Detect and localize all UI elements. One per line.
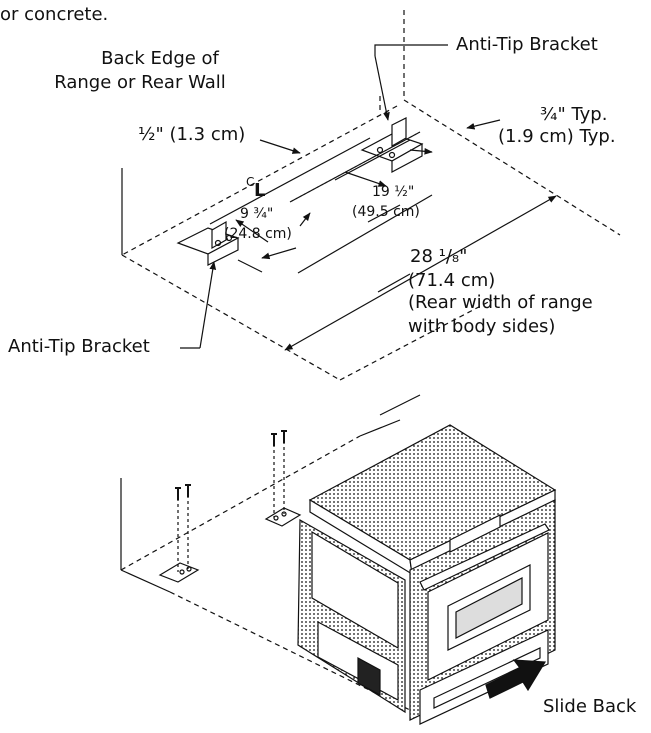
dim-28-label-line2: (71.4 cm) <box>408 270 496 291</box>
dim-9-label-line2: (24.8 cm) <box>224 226 292 242</box>
three-quarter-label-line1: ¾" Typ. <box>540 104 608 125</box>
anti-tip-bottom-label: Anti-Tip Bracket <box>8 336 150 357</box>
slide-back-label: Slide Back <box>543 696 637 717</box>
anti-tip-bracket-top-shape <box>360 117 424 173</box>
screw-heads <box>175 430 287 500</box>
centerline-c: C <box>246 175 255 189</box>
bracket-centerline <box>209 137 371 225</box>
screws <box>177 441 285 572</box>
dim-28-label-line1: 28 ¹/₈" <box>410 246 468 267</box>
floor-bracket-right <box>264 507 302 527</box>
leader-anti-tip-top <box>374 44 448 56</box>
centerline-l: L <box>254 180 266 201</box>
back-edge-label-line2: Range or Rear Wall <box>54 72 226 93</box>
half-inch-label: ½" (1.3 cm) <box>138 124 246 145</box>
dim-28-label-line4: with body sides) <box>408 316 556 337</box>
leader-back-edge <box>259 139 301 154</box>
three-quarter-label-line2: (1.9 cm) Typ. <box>498 126 616 147</box>
dim-28-label-line3: (Rear width of range <box>408 292 593 313</box>
anti-tip-top-label: Anti-Tip Bracket <box>456 34 598 55</box>
dim-19-label-line2: (49.5 cm) <box>352 204 420 220</box>
floor-outline-dashed <box>121 10 621 381</box>
dim-19-label-line1: 19 ½" <box>372 184 415 200</box>
dim-9-label-line1: 9 ¾" <box>240 206 274 222</box>
anti-tip-bracket-bottom-shape <box>176 220 240 266</box>
back-edge-label-line1: Back Edge of <box>101 48 219 69</box>
top-fragment-text: or concrete. <box>0 4 109 25</box>
floor-bracket-left <box>158 562 200 583</box>
slide-back-arrow <box>485 659 547 699</box>
